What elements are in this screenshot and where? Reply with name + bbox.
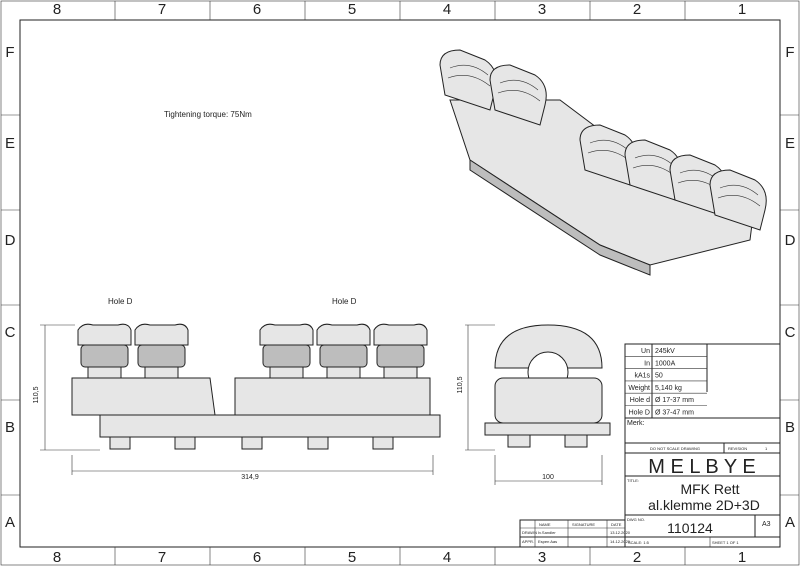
- zone-row-label: E: [5, 135, 15, 152]
- zone-row-label: A: [785, 514, 795, 531]
- title-label: TITLE:: [627, 478, 639, 483]
- clamp-body: [262, 344, 311, 368]
- torque-note: Tightening torque: 75Nm: [164, 110, 252, 119]
- spec-label: kA1s: [634, 373, 650, 380]
- zone-column-label: 1: [738, 549, 746, 566]
- clamp-top: [373, 323, 428, 346]
- spec-value: Ø 37-47 mm: [655, 410, 694, 417]
- zone-column-label: 8: [53, 549, 61, 566]
- zone-column-label: 6: [253, 549, 261, 566]
- spec-label: Un: [641, 348, 650, 355]
- spec-value: Ø 17-37 mm: [655, 397, 694, 404]
- spec-label: Hole d: [630, 397, 650, 404]
- sig-cell: Espen Aas: [538, 539, 557, 544]
- zone-column-label: 6: [253, 1, 261, 18]
- dim-front-height: 110,5: [33, 386, 40, 403]
- bolt-nut: [241, 436, 263, 450]
- clamp-body: [319, 344, 368, 368]
- zone-column-label: 4: [443, 549, 451, 566]
- clamp-body: [376, 344, 425, 368]
- sig-header: DATE: [611, 522, 622, 527]
- drawing-number: 110124: [667, 520, 713, 536]
- clamp-top: [77, 323, 132, 346]
- side-view: [484, 324, 611, 448]
- isometric-view: [439, 49, 767, 276]
- spec-value: 245kV: [655, 348, 675, 355]
- clamp-top: [316, 323, 371, 346]
- sig-cell: 13.12.2020: [610, 530, 631, 535]
- bolt-nut: [174, 436, 196, 450]
- sig-cell: DRAWN: [522, 530, 537, 535]
- scale: SCALE: 1:5: [628, 540, 650, 545]
- sig-cell: Iv.Sandler: [538, 530, 556, 535]
- dim-side-width: 100: [542, 474, 554, 481]
- bolt-nut: [307, 436, 329, 450]
- zone-row-label: F: [5, 44, 14, 61]
- zone-column-label: 7: [158, 1, 166, 18]
- title-block: Merk: DO NOT SCALE DRAWING REVISION 1 M …: [519, 417, 781, 548]
- zone-row-label: E: [785, 135, 795, 152]
- zone-column-label: 2: [633, 1, 641, 18]
- dim-side-height: 110,5: [457, 376, 464, 393]
- spec-label: Hole D: [629, 410, 650, 417]
- zone-column-label: 3: [538, 1, 546, 18]
- zone-row-label: D: [5, 232, 16, 249]
- revision-value: 1: [765, 446, 768, 451]
- zone-row-label: C: [5, 324, 16, 341]
- zone-column-label: 2: [633, 549, 641, 566]
- zone-column-label: 3: [538, 549, 546, 566]
- bolt-nut: [372, 436, 394, 450]
- hole-label-right: Hole D: [332, 297, 357, 306]
- spec-value: 50: [655, 373, 663, 380]
- iso-clamp: [489, 64, 547, 126]
- hole-label-left: Hole D: [108, 297, 133, 306]
- bolt-nut: [109, 436, 131, 450]
- remark-label: Merk:: [627, 420, 645, 427]
- sig-header: NAME: [539, 522, 551, 527]
- spec-label: In: [644, 360, 650, 367]
- spec-value: 1000A: [655, 360, 676, 367]
- zone-column-label: 4: [443, 1, 451, 18]
- zone-row-label: C: [785, 324, 796, 341]
- sig-cell: 14.12.2020: [610, 539, 631, 544]
- dim-front-width: 314,9: [241, 474, 259, 481]
- zone-row-label: B: [785, 419, 795, 436]
- sig-header: SIGNATURE: [572, 522, 595, 527]
- dwg-no-label: DWG NO.: [627, 517, 645, 522]
- sig-cell: APPR.: [522, 539, 534, 544]
- zone-column-label: 7: [158, 549, 166, 566]
- company-name: M E L B Y E: [648, 456, 755, 478]
- zone-column-label: 5: [348, 549, 356, 566]
- front-view: [71, 323, 441, 450]
- clamp-body: [80, 344, 129, 368]
- title-line-2: al.klemme 2D+3D: [648, 497, 760, 513]
- sheet-size: A3: [762, 521, 771, 528]
- do-not-scale: DO NOT SCALE DRAWING: [650, 446, 700, 451]
- zone-column-label: 1: [738, 1, 746, 18]
- sheet-number: SHEET 1 OF 1: [712, 540, 739, 545]
- revision-label: REVISION: [728, 446, 747, 451]
- zone-row-label: D: [785, 232, 796, 249]
- clamp-top: [134, 323, 189, 346]
- zone-row-label: F: [785, 44, 794, 61]
- zone-row-label: A: [5, 514, 15, 531]
- zone-column-label: 8: [53, 1, 61, 18]
- iso-clamp: [709, 169, 767, 231]
- spec-label: Weight: [628, 385, 650, 392]
- zone-row-label: B: [5, 419, 15, 436]
- clamp-top: [259, 323, 314, 346]
- zone-column-label: 5: [348, 1, 356, 18]
- clamp-body: [137, 344, 186, 368]
- iso-clamp: [439, 49, 497, 111]
- spec-value: 5,140 kg: [655, 385, 682, 392]
- title-line-1: MFK Rett: [680, 481, 739, 497]
